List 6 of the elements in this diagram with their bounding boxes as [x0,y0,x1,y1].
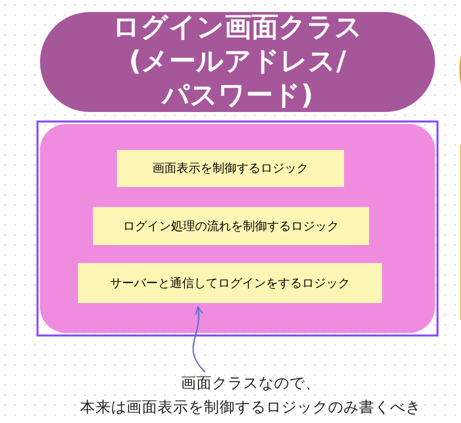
arrow [192,306,206,372]
note-text: 画面クラスなので、本来は画面表示を制御するロジックのみ書くべき [40,370,461,420]
logic-box: サーバーと通信してログインをするロジック [78,263,382,303]
title-pill: ログイン画面クラス(メールアドレス/パスワード) [40,12,435,112]
logic-box: ログイン処理の流れを制御するロジック [93,207,369,245]
logic-box: 画面表示を制御するロジック [117,150,344,187]
